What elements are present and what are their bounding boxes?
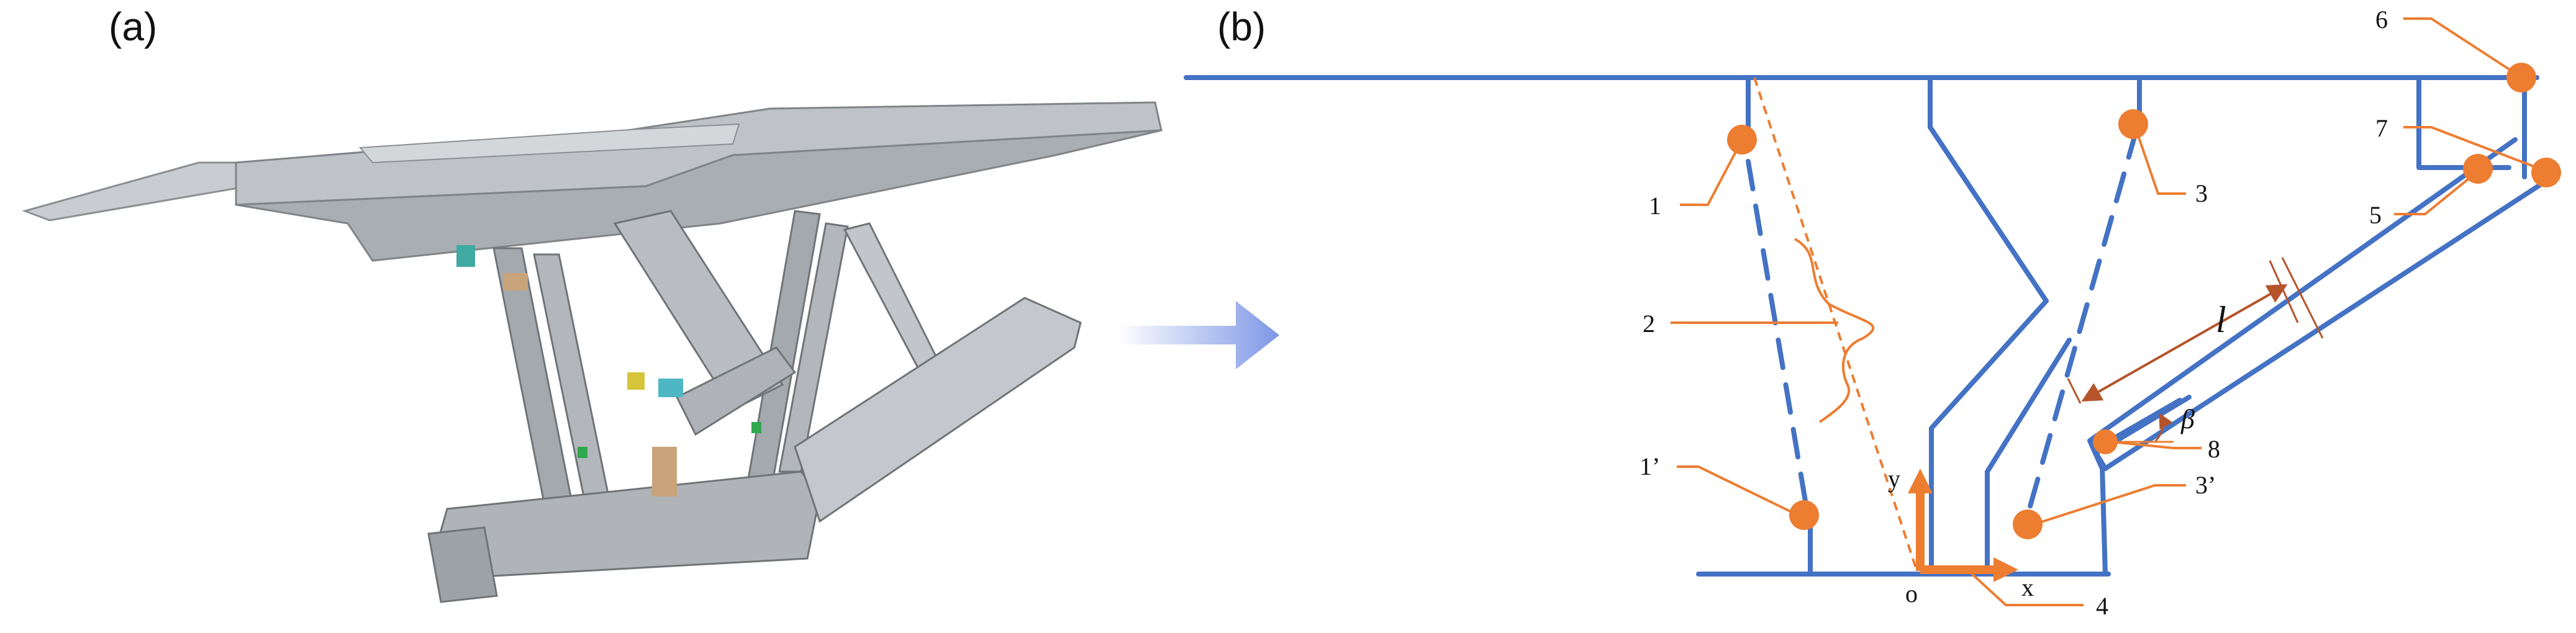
callout-1: 1: [1649, 192, 1661, 220]
arrow-right-icon: [1118, 301, 1279, 369]
pipe-block: [503, 273, 528, 290]
dimension-l-ext-1: [2067, 378, 2082, 404]
control-valve: [658, 379, 683, 397]
canopy-top-ridge: [358, 123, 740, 164]
dimension-l-arrow: [2081, 284, 2288, 402]
leader-3: [2135, 130, 2186, 195]
callout-3-prime: 3’: [2195, 471, 2216, 499]
callout-8: 8: [2208, 435, 2220, 463]
callout-1-prime: 1’: [1639, 452, 1660, 480]
joint-1: [1727, 125, 1757, 155]
joint-7: [2531, 158, 2561, 187]
y-axis-arrowhead: [1908, 469, 1933, 493]
leader-4: [1967, 570, 2084, 606]
valve-yellow: [627, 372, 645, 390]
extension-arm-outer: [2087, 137, 2518, 471]
sensor-green-1: [578, 447, 587, 458]
callout-5: 5: [2369, 201, 2382, 229]
canopy-underside: [235, 129, 1162, 262]
front-post: [2100, 463, 2108, 577]
leader-3-prime: [2033, 484, 2186, 526]
base-frame: [433, 470, 821, 578]
angle-symbol-beta: β: [2180, 404, 2195, 434]
kinematic-schematic: [1184, 75, 2555, 577]
leader-1-prime: [1677, 465, 1798, 516]
dimension-l-ext-2: [2281, 257, 2324, 339]
joint-markers: [1727, 63, 2561, 539]
x-axis-arrowhead: [1993, 557, 2018, 582]
joint-3-prime: [2013, 510, 2043, 539]
origin-label: o: [1905, 580, 1918, 608]
callout-7: 7: [2375, 114, 2388, 142]
sensor-green-2: [751, 422, 761, 433]
hose-box: [652, 447, 677, 496]
leader-8: [2111, 441, 2202, 449]
axis-label-y: y: [1888, 465, 1900, 493]
leader-7: [2403, 126, 2541, 170]
leader-6: [2403, 17, 2516, 74]
leader-1: [1680, 145, 1740, 206]
coordinate-axes: [1908, 469, 2018, 582]
hydraulic-support-illustration: [22, 101, 1163, 603]
load-distribution-curve: [1794, 238, 1875, 423]
callout-3: 3: [2195, 179, 2208, 207]
leader-5: [2394, 173, 2476, 215]
lemniscate-link: [675, 346, 797, 436]
joint-1-prime: [1789, 500, 1819, 530]
shield-beam-front: [1985, 338, 2072, 577]
base-front: [427, 526, 498, 603]
extension-arm: [2093, 174, 2555, 471]
callout-2: 2: [1643, 310, 1655, 338]
valve-block: [456, 245, 475, 267]
shield-linkage: [613, 210, 784, 411]
dimension-l-ext-3: [2269, 260, 2299, 323]
callout-6: 6: [2375, 6, 2388, 34]
leader-lines: [1671, 17, 2541, 606]
joint-6: [2506, 63, 2536, 92]
leg-1-dashed: [1746, 159, 1810, 514]
callout-4: 4: [2096, 592, 2108, 620]
shield-beam-rear: [1928, 75, 2049, 577]
canopy-left-extension: [22, 161, 250, 222]
angle-beta-arc: [2154, 413, 2173, 443]
joint-8: [2093, 429, 2118, 454]
panel-label-a: (a): [109, 4, 158, 49]
balance-jack: [843, 222, 946, 383]
joint-3: [2118, 109, 2148, 139]
panel-label-b: (b): [1217, 4, 1266, 49]
axis-label-x: x: [2021, 573, 2034, 601]
length-symbol-l: l: [2216, 299, 2226, 340]
base-extension: [794, 297, 1082, 523]
